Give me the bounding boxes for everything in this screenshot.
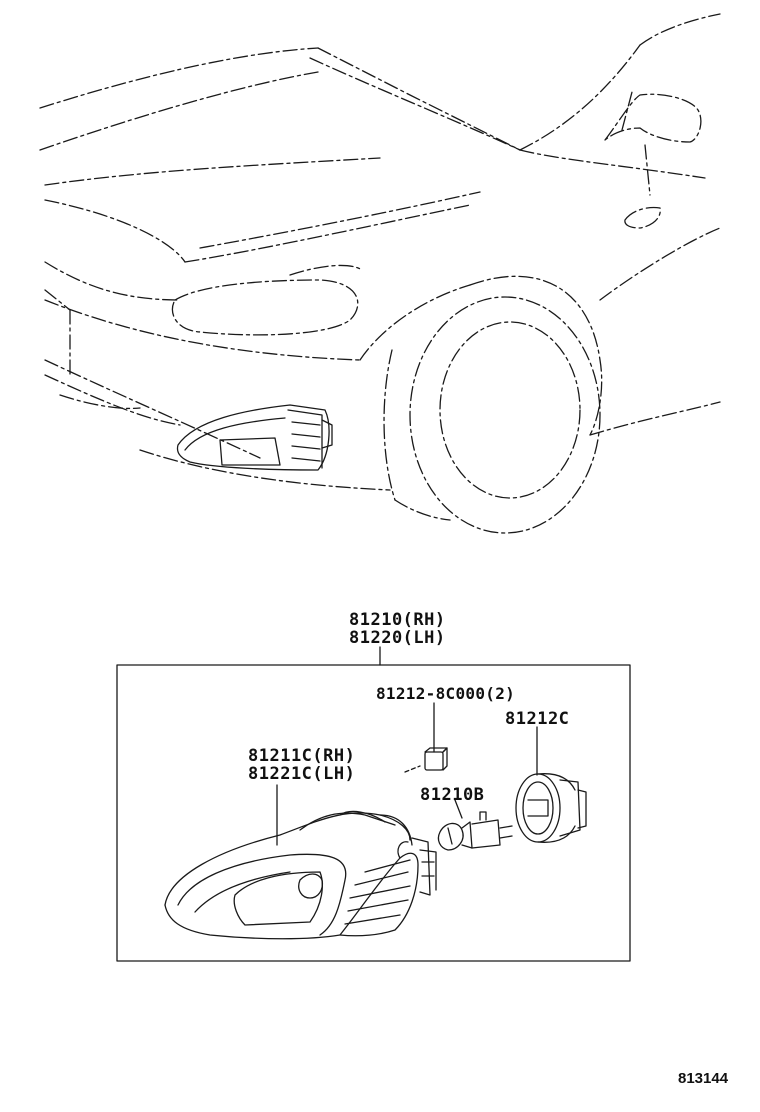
- callout-socket: 81212C: [505, 709, 570, 729]
- callout-assembly-lh: 81220(LH): [349, 628, 446, 648]
- fog-lamp-assembly: [164, 810, 437, 940]
- callout-lens-rh: 81211C(RH): [248, 746, 356, 766]
- bulb-part: [437, 811, 513, 851]
- callout-bulb: 81210B: [420, 785, 485, 805]
- parts-frame: [116, 664, 631, 962]
- fog-lamp-installed: [176, 404, 333, 471]
- leader-grommet-dash: [404, 765, 421, 773]
- callout-assembly-rh: 81210(RH): [349, 610, 446, 630]
- car-body-outline: [39, 13, 721, 534]
- leader-bulb: [454, 799, 463, 819]
- callout-grommet: 81212-8C000(2): [376, 684, 516, 703]
- illustration-code: 813144: [678, 1070, 729, 1087]
- socket-part: [515, 773, 587, 843]
- grommet-part: [424, 747, 448, 771]
- callout-lens-lh: 81221C(LH): [248, 764, 356, 784]
